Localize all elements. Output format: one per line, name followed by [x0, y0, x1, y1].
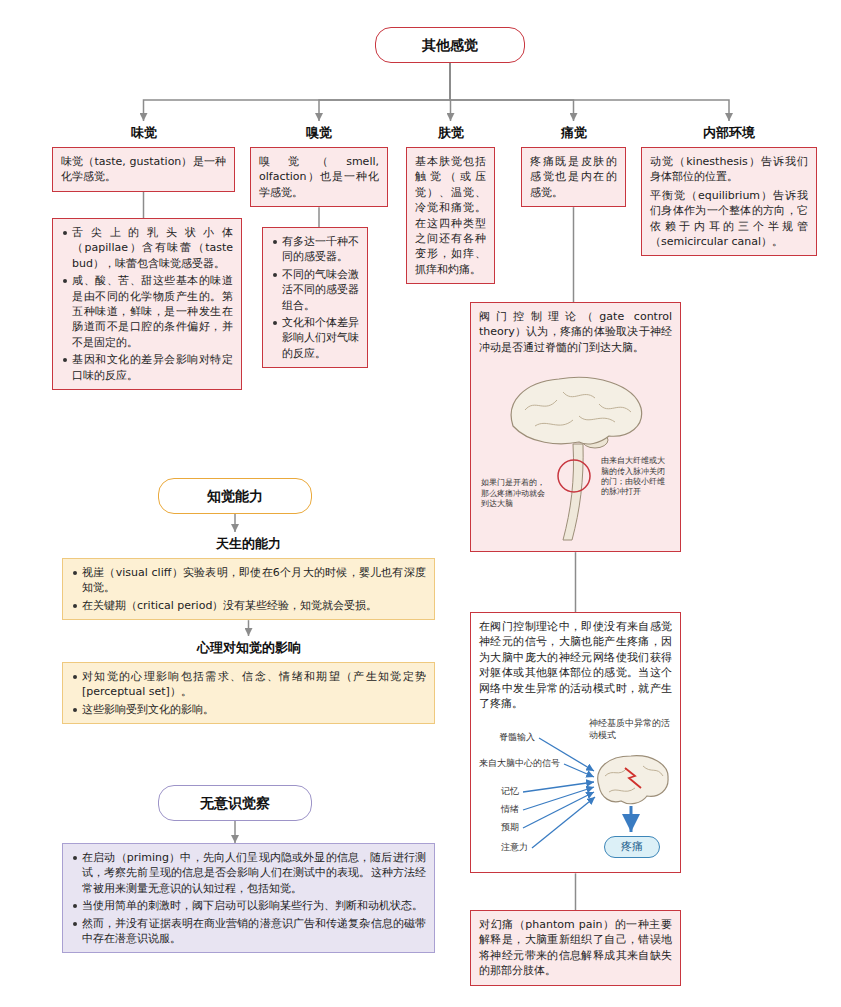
- box-outline: 嗅觉（smell, olfaction）也是一种化学感觉。: [250, 147, 388, 207]
- topic-detail: 心理对知觉的影响对知觉的心理影响包括需求、信念、情绪和期望（产生知觉定势[per…: [62, 636, 435, 724]
- brain-folds: [605, 766, 663, 792]
- theory-box: 阀门控制理论（gate control theory）认为，疼痛的体验取决于神经…: [470, 302, 681, 552]
- sense-box: 内部环境动觉（kinesthesis）告诉我们身体部位的位置。平衡觉（equil…: [641, 121, 817, 256]
- figure-label: 由来自大纤维或大脑的传入脉冲关闭的门；由较小纤维的脉冲打开: [601, 456, 671, 498]
- output-pill: 疼痛: [604, 836, 660, 858]
- bullet-text: 咸、酸、苦、甜这些基本的味道是由不同的化学物质产生的。第五种味道，鲜味，是一种发…: [61, 273, 233, 350]
- topic-detail: 在启动（priming）中，先向人们呈现内隐或外显的信息，随后进行测试，考察先前…: [62, 843, 435, 953]
- body-text: 平衡觉（equilibrium）告诉我们身体作为一个整体的方向，它依赖于内耳的三…: [650, 188, 808, 250]
- section-heading: 味觉: [52, 121, 235, 142]
- figure-label: 神经基质中异常的活动模式: [589, 718, 671, 741]
- body-text: 基本肤觉包括触觉（或压觉）、温觉、冷觉和痛觉。在这四种类型之间还有各种变形，如痒…: [415, 154, 486, 277]
- brain-outline: [598, 756, 668, 804]
- bullet-text: 不同的气味会激活不同的感受器组合。: [271, 267, 359, 313]
- sense-box: 嗅觉嗅觉（smell, olfaction）也是一种化学感觉。: [250, 121, 388, 207]
- box-outline: 基本肤觉包括触觉（或压觉）、温觉、冷觉和痛觉。在这四种类型之间还有各种变形，如痒…: [406, 147, 495, 284]
- section-heading: 肤觉: [406, 121, 495, 142]
- bullet-text: 这些影响受到文化的影响。: [71, 702, 426, 717]
- bullet-text: 然而，并没有证据表明在商业营销的潜意识广告和传递复杂信息的磁带中存在潜意识说服。: [71, 916, 426, 947]
- topic-box: 无意识觉察: [158, 785, 312, 821]
- box-outline: 视崖（visual cliff）实验表明，即使在6个月大的时候，婴儿也有深度知觉…: [62, 558, 435, 620]
- figure-label: 记忆: [501, 786, 519, 798]
- body-text: 嗅觉（smell, olfaction）也是一种化学感觉。: [259, 154, 379, 200]
- input-arrows: [523, 738, 595, 848]
- bullet-text: 文化和个体差异影响人们对气味的反应。: [271, 315, 359, 361]
- body-text: 疼痛既是皮肤的感觉也是内在的感觉。: [530, 154, 617, 200]
- section-heading: 痛觉: [521, 121, 626, 142]
- box-outline: 疼痛既是皮肤的感觉也是内在的感觉。: [521, 147, 626, 207]
- sense-box: 味觉味觉（taste, gustation）是一种化学感觉。: [52, 121, 235, 192]
- topic-box: 知觉能力: [158, 478, 312, 514]
- bullet-text: 视崖（visual cliff）实验表明，即使在6个月大的时候，婴儿也有深度知觉…: [71, 565, 426, 596]
- connector: [450, 63, 574, 121]
- figure-area: 由来自大纤维或大脑的传入脉冲关闭的门；由较小纤维的脉冲打开如果门是开着的，那么疼…: [479, 360, 672, 545]
- theory-box: 在阀门控制理论中，即使没有来自感觉神经元的信号，大脑也能产生疼痛，因为大脑中庞大…: [470, 612, 681, 873]
- connector: [319, 63, 450, 121]
- bullet-text: 舌尖上的乳头状小体（papillae）含有味蕾（taste bud），味蕾包含味…: [61, 225, 233, 271]
- figure-label: 预期: [501, 822, 519, 834]
- bullet-text: 有多达一千种不同的感受器。: [271, 234, 359, 265]
- detail-box: 舌尖上的乳头状小体（papillae）含有味蕾（taste bud），味蕾包含味…: [52, 218, 242, 390]
- section-heading: 心理对知觉的影响: [62, 636, 435, 657]
- figure-label: 情绪: [501, 804, 519, 816]
- gate-circle: [558, 460, 590, 492]
- bullet-text: 在关键期（critical period）没有某些经验，知觉就会受损。: [71, 598, 426, 613]
- body-text: 对幻痛（phantom pain）的一种主要解释是，大脑重新组织了自己，错误地将…: [479, 917, 672, 979]
- body-text: 其他感觉: [382, 35, 518, 55]
- bullet-text: 当使用简单的刺激时，阈下启动可以影响某些行为、判断和动机状态。: [71, 898, 426, 913]
- bullet-text: 在启动（priming）中，先向人们呈现内隐或外显的信息，随后进行测试，考察先前…: [71, 850, 426, 896]
- figure-label: 来自大脑中心的信号: [479, 758, 560, 770]
- body-text: 动觉（kinesthesis）告诉我们身体部位的位置。: [650, 154, 808, 185]
- body-text: 味觉（taste, gustation）是一种化学感觉。: [61, 154, 226, 185]
- connector: [575, 552, 577, 612]
- sense-box: 肤觉基本肤觉包括触觉（或压觉）、温觉、冷觉和痛觉。在这四种类型之间还有各种变形，…: [406, 121, 495, 284]
- section-heading: 内部环境: [641, 121, 817, 142]
- box-outline: 对知觉的心理影响包括需求、信念、情绪和期望（产生知觉定势[perceptual …: [62, 662, 435, 724]
- sense-box: 痛觉疼痛既是皮肤的感觉也是内在的感觉。: [521, 121, 626, 207]
- section-heading: 天生的能力: [62, 532, 435, 553]
- figure-label: 如果门是开着的，那么疼痛冲动就会到达大脑: [481, 478, 547, 509]
- abnormal-activity-mark: [625, 768, 641, 788]
- section-heading: 嗅觉: [250, 121, 388, 142]
- body-text: 阀门控制理论（gate control theory）认为，疼痛的体验取决于神经…: [479, 309, 672, 355]
- brain-spine-illustration: [479, 360, 672, 545]
- connector: [234, 821, 236, 843]
- body-text: 无意识觉察: [165, 793, 305, 813]
- connector: [143, 192, 145, 218]
- body-text: 疼痛: [605, 837, 659, 856]
- connector: [450, 63, 729, 121]
- output-arrow: [630, 806, 633, 832]
- connector: [318, 207, 320, 227]
- bullet-text: 基因和文化的差异会影响对特定口味的反应。: [61, 352, 233, 383]
- body-text: 在阀门控制理论中，即使没有来自感觉神经元的信号，大脑也能产生疼痛，因为大脑中庞大…: [479, 619, 672, 711]
- connector: [573, 207, 575, 302]
- bullet-text: 对知觉的心理影响包括需求、信念、情绪和期望（产生知觉定势[perceptual …: [71, 669, 426, 700]
- brain-outline: [511, 378, 641, 445]
- root-box: 其他感觉: [375, 27, 525, 63]
- box-outline: 动觉（kinesthesis）告诉我们身体部位的位置。平衡觉（equilibri…: [641, 147, 817, 256]
- connector: [234, 514, 236, 532]
- box-outline: 味觉（taste, gustation）是一种化学感觉。: [52, 147, 235, 192]
- connector: [575, 873, 577, 910]
- detail-box: 有多达一千种不同的感受器。不同的气味会激活不同的感受器组合。文化和个体差异影响人…: [262, 227, 368, 368]
- explanation-box: 对幻痛（phantom pain）的一种主要解释是，大脑重新组织了自己，错误地将…: [470, 910, 681, 986]
- figure-label: 注意力: [501, 842, 528, 854]
- brain-folds: [525, 392, 631, 426]
- connector: [248, 620, 250, 636]
- figure-area: 疼痛 神经基质中异常的活动模式脊髓输入来自大脑中心的信号记忆情绪预期注意力: [479, 716, 672, 866]
- topic-detail: 天生的能力视崖（visual cliff）实验表明，即使在6个月大的时候，婴儿也…: [62, 532, 435, 620]
- figure-label: 脊髓输入: [499, 732, 535, 744]
- connector: [144, 63, 451, 121]
- body-text: 知觉能力: [165, 486, 305, 506]
